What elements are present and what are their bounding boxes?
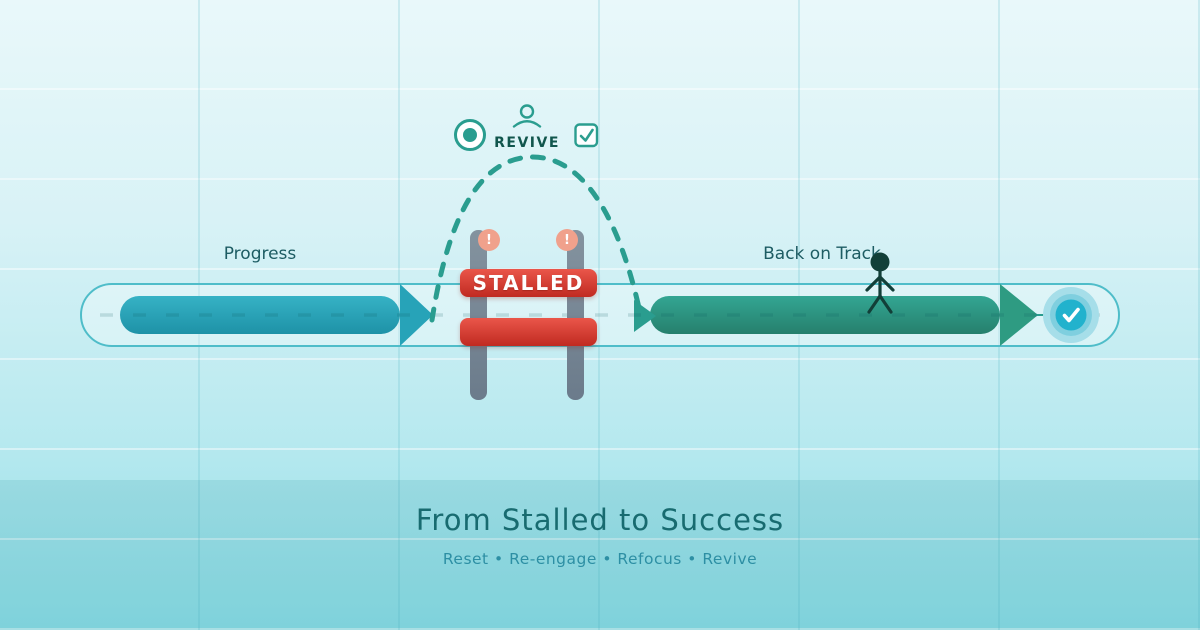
barrier-lower-bar: [460, 318, 597, 346]
footer-band: From Stalled to Success Reset • Re-engag…: [0, 480, 1200, 630]
progress-label: Progress: [223, 244, 297, 264]
stalled-sign: STALLED: [460, 269, 597, 297]
warning-exclamation-icon: !: [486, 232, 492, 248]
warning-exclamation-icon: !: [564, 232, 570, 248]
barrier-post-right: [567, 230, 584, 400]
revive-label: REVIVE: [494, 135, 560, 151]
page-subtitle: Reset • Re-engage • Refocus • Revive: [442, 550, 758, 568]
back-on-track-label: Back on Track: [763, 244, 881, 264]
warning-badge-right: !: [556, 229, 578, 251]
person-icon: [512, 104, 542, 128]
stalled-sign-text: STALLED: [472, 271, 585, 295]
progress-bar: [120, 296, 400, 334]
page-title: From Stalled to Success: [415, 503, 785, 537]
success-bar: [650, 296, 1000, 334]
warning-badge-left: !: [478, 229, 500, 251]
barrier-post-left: [470, 230, 487, 400]
